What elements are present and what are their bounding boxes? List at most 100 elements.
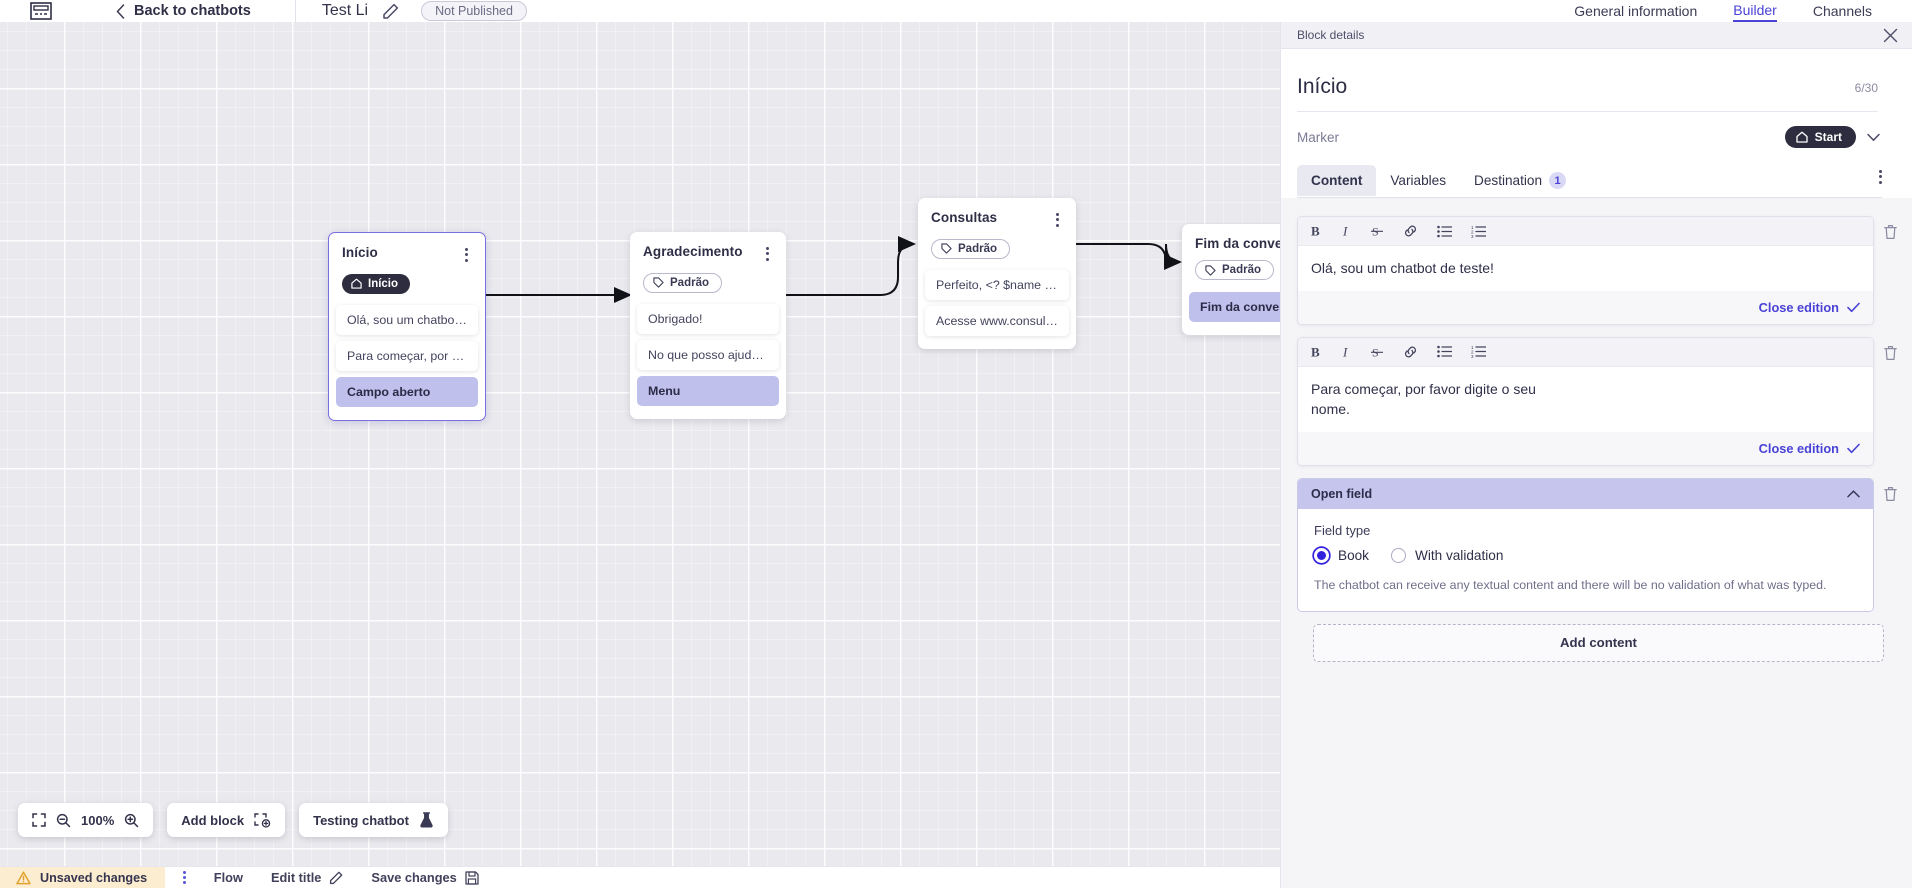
node-header: Fim da conversa [1182,224,1280,251]
radio-with-validation-icon[interactable] [1390,548,1406,564]
flow-canvas[interactable]: Início Início Olá, sou um chatbot de tes… [0,22,1280,866]
chevron-down-icon[interactable] [1867,133,1880,142]
panel-kebab-menu-icon[interactable] [1879,170,1882,184]
svg-text:1: 1 [1471,345,1474,350]
unsaved-changes-indicator: Unsaved changes [0,866,166,888]
node-marker-chip-default[interactable]: Padrão [643,272,722,293]
node-marker-chip-start[interactable]: Início [342,273,411,294]
node-kebab-menu-icon[interactable] [461,245,472,265]
zoom-controls[interactable]: 100% [18,803,154,837]
tab-variables[interactable]: Variables [1376,165,1460,196]
flow-node-consultas[interactable]: Consultas Padrão Perfeito, <? $name ?>! … [918,198,1076,350]
tab-channels[interactable]: Channels [1812,3,1872,19]
bold-icon[interactable]: B [1311,224,1323,238]
numbered-list-icon[interactable]: 1 2 3 [1471,345,1486,358]
bullet-list-icon[interactable] [1437,345,1452,358]
editor-toolbar: B I S [1298,217,1873,246]
bold-icon[interactable]: B [1311,345,1323,359]
node-kebab-menu-icon[interactable] [1052,210,1063,230]
tab-builder[interactable]: Builder [1733,0,1777,22]
save-changes-button[interactable]: Save changes [371,870,479,885]
node-item[interactable]: No que posso ajudar, <? $name ... [637,340,779,371]
strikethrough-icon[interactable]: S [1371,224,1384,238]
node-item[interactable]: Campo aberto [336,377,478,408]
edit-title-button[interactable]: Edit title [271,870,343,885]
strikethrough-icon[interactable]: S [1371,345,1384,359]
numbered-list-icon[interactable]: 1 2 3 [1471,225,1486,238]
radio-option-book[interactable]: Book [1314,548,1369,564]
zoom-out-icon[interactable] [56,813,71,828]
node-marker-chip-default[interactable]: Padrão [1195,260,1274,280]
add-content-label: Add content [1560,635,1637,651]
close-icon[interactable] [1883,28,1898,43]
marker-row: Marker Start [1281,112,1912,148]
trash-icon[interactable] [1883,337,1898,361]
rich-text-value[interactable]: Para começar, por favor digite o seu nom… [1298,366,1550,433]
chatbot-logo-icon[interactable] [28,0,54,22]
node-item[interactable]: Fim da conversa [1189,291,1280,322]
check-icon [1847,302,1860,313]
block-title[interactable]: Início [1297,75,1348,98]
panel-body: Block details Início 6/30 Marker Start [1280,22,1912,888]
radio-book-icon[interactable] [1314,548,1329,564]
pencil-icon[interactable] [382,3,399,20]
bullet-list-icon[interactable] [1437,225,1452,238]
flow-node-fim-da-conversa[interactable]: Fim da conversa Padrão Fim da conversa [1182,224,1280,335]
italic-icon[interactable]: I [1342,224,1352,238]
flow-button[interactable]: Flow [214,870,243,885]
node-item[interactable]: Olá, sou um chatbot de teste! [336,305,478,336]
italic-icon[interactable]: I [1342,345,1352,359]
open-field-card[interactable]: Open field Field type Book [1297,478,1874,612]
rich-text-editor[interactable]: B I S [1297,216,1874,325]
node-items: Obrigado! No que posso ajudar, <? $name … [630,304,786,419]
open-field-header[interactable]: Open field [1298,479,1873,510]
block-title-row: Início 6/30 [1281,49,1912,99]
panel-header: Block details [1281,22,1912,49]
radio-option-with-validation[interactable]: With validation [1390,548,1504,564]
zoom-in-icon[interactable] [124,813,139,828]
flask-icon [419,812,434,828]
node-marker-row: Padrão [1182,251,1280,292]
node-item[interactable]: Perfeito, <? $name ?>! [925,270,1069,301]
chatbot-title: Test Li [321,2,369,19]
content-list: B I S [1281,198,1912,888]
tab-destination[interactable]: Destination 1 [1460,164,1580,197]
link-icon[interactable] [1403,224,1418,238]
tab-general-information[interactable]: General information [1574,3,1698,19]
back-to-chatbots-button[interactable]: Back to chatbots [116,3,251,19]
edit-title-label: Edit title [270,870,322,885]
marker-label: Marker [1297,129,1340,145]
trash-icon[interactable] [1883,478,1898,502]
rich-text-editor[interactable]: B I S [1297,336,1874,467]
status-kebab-menu-icon[interactable] [183,871,186,884]
close-edition-button[interactable]: Close edition [1298,290,1873,324]
link-icon[interactable] [1403,345,1418,359]
testing-chatbot-label: Testing chatbot [313,812,409,828]
node-item[interactable]: Obrigado! [637,304,779,335]
node-item[interactable]: Menu [637,376,779,407]
content-block-open-field: Open field Field type Book [1297,478,1898,612]
flow-node-inicio[interactable]: Início Início Olá, sou um chatbot de tes… [328,232,486,422]
node-items: Fim da conversa [1182,291,1280,335]
marker-selector[interactable]: Start [1784,126,1880,148]
node-item[interactable]: Acesse www.consultas.com par... [925,306,1069,337]
marker-chip-start[interactable]: Start [1784,126,1856,148]
open-field-body: Field type Book With validation [1298,509,1873,611]
node-title: Agradecimento [643,244,743,259]
radio-with-validation-label: With validation [1414,548,1504,564]
chevron-up-icon[interactable] [1847,490,1860,498]
node-item[interactable]: Para começar, por favor digite o ... [336,341,478,372]
node-marker-chip-default[interactable]: Padrão [931,238,1010,259]
add-content-button[interactable]: Add content [1313,623,1884,662]
flow-node-agradecimento[interactable]: Agradecimento Padrão Obrigado! No que po… [630,232,786,420]
add-block-button[interactable]: Add block [167,803,286,837]
fit-screen-icon[interactable] [32,813,46,827]
node-kebab-menu-icon[interactable] [762,244,773,264]
testing-chatbot-button[interactable]: Testing chatbot [299,803,448,837]
pencil-icon [329,871,343,885]
rich-text-value[interactable]: Olá, sou um chatbot de teste! [1298,246,1873,291]
tab-content[interactable]: Content [1297,165,1377,196]
close-edition-button[interactable]: Close edition [1298,432,1873,466]
trash-icon[interactable] [1883,216,1898,240]
node-items: Olá, sou um chatbot de teste! Para começ… [329,305,485,420]
